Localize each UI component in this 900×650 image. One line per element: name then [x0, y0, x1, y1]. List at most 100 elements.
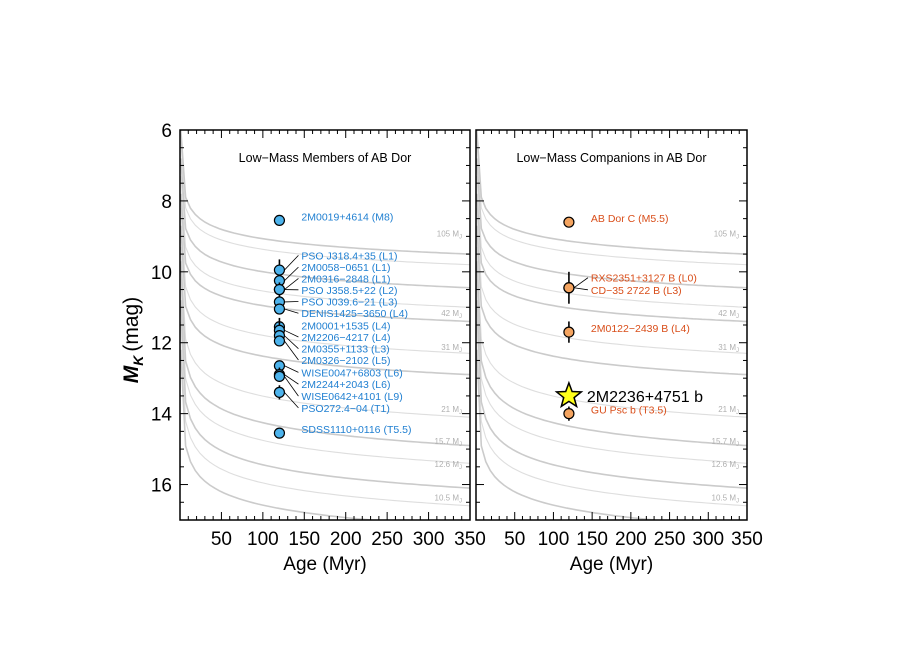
isochrone-track [476, 349, 663, 520]
data-point [563, 408, 575, 420]
isochrone-track [476, 225, 747, 376]
point-label: WISE0047+6803 (L6) [301, 367, 402, 379]
isochrone-tracks [180, 130, 470, 520]
data-point [273, 283, 286, 296]
x-tick-label: 200 [615, 529, 647, 550]
isochrone-track [476, 130, 747, 255]
isochrone-track [180, 261, 470, 447]
x-axis-label: Age (Myr) [283, 554, 366, 575]
isochrone-track [476, 300, 747, 489]
mass-label: 15.7 MJ [435, 437, 462, 448]
y-tick-label: 10 [151, 263, 172, 284]
mass-label: 10.5 MJ [435, 494, 462, 505]
mass-label: 42 MJ [718, 309, 739, 320]
point-label: RXS2351+3127 B (L0) [591, 273, 697, 285]
data-point [273, 370, 286, 383]
panel-title: Low−Mass Members of AB Dor [239, 151, 412, 165]
isochrone-track [180, 278, 470, 464]
leader-line [573, 287, 588, 291]
x-tick-label: 300 [692, 529, 724, 550]
point-label: 2M0058−0651 (L1) [301, 262, 390, 274]
leader-line [284, 329, 299, 338]
y-axis-label: MK (mag) [120, 297, 146, 383]
mass-label: 21 MJ [718, 405, 739, 416]
x-tick-label: 250 [371, 529, 403, 550]
point-label: DENIS1425−3650 (L4) [301, 308, 408, 320]
mass-label: 42 MJ [441, 309, 462, 320]
mass-label: 15.7 MJ [712, 437, 739, 448]
mass-label: 21 MJ [441, 405, 462, 416]
x-tick-label: 200 [330, 529, 362, 550]
y-tick-label: 12 [151, 334, 172, 355]
isochrone-track [476, 193, 747, 323]
x-tick-label: 150 [576, 529, 608, 550]
x-axis-label: Age (Myr) [570, 554, 653, 575]
x-tick-label: 50 [211, 529, 232, 550]
point-label: 2M0001+1535 (L4) [301, 320, 390, 332]
y-axis-label-sub: K [130, 355, 146, 366]
x-tick-label: 100 [538, 529, 570, 550]
isochrone-track [180, 321, 470, 507]
isochrone-tracks [476, 130, 747, 520]
y-axis-label-unit: (mag) [120, 297, 143, 352]
isochrone-track [180, 246, 470, 418]
leader-line [573, 277, 589, 289]
point-label: 2M0122−2439 B (L4) [591, 323, 690, 335]
x-tick-label: 100 [247, 529, 279, 550]
isochrone-track [476, 321, 747, 507]
isochrone-track [180, 349, 380, 520]
point-label: PSO J039.6−21 (L3) [301, 297, 397, 309]
isochrone-track [476, 207, 747, 354]
point-label: 2M0019+4614 (M8) [301, 211, 393, 223]
leader-line [284, 374, 299, 385]
data-point [273, 214, 286, 227]
x-tick-label: 50 [504, 529, 525, 550]
y-tick-label: 16 [151, 476, 172, 497]
point-label: PSO J318.4+35 (L1) [301, 250, 397, 262]
mass-label: 12.6 MJ [712, 460, 739, 471]
y-tick-label: 6 [161, 121, 172, 142]
isochrone-track [180, 193, 470, 323]
leader-line [284, 255, 299, 271]
data-point [563, 282, 575, 294]
mass-label: 105 MJ [714, 229, 739, 240]
panel-title: Low−Mass Companions in AB Dor [516, 151, 706, 165]
data-point [273, 264, 286, 276]
isochrone-track [476, 278, 747, 464]
isochrone-track [180, 300, 470, 489]
isochrone-track [476, 176, 747, 308]
isochrone-track [180, 225, 470, 376]
highlight-label: 2M2236+4751 b [587, 389, 703, 406]
leader-line [284, 365, 299, 373]
data-point [273, 335, 286, 347]
leader-line [284, 335, 299, 349]
data-point [563, 216, 575, 228]
leader-line [284, 308, 299, 314]
point-label: PSO J358.5+22 (L2) [301, 285, 397, 297]
isochrone-track [180, 158, 470, 289]
isochrone-track [180, 207, 470, 354]
point-label: AB Dor C (M5.5) [591, 213, 669, 225]
point-label: PSO272.4−04 (T1) [301, 403, 389, 415]
mass-label: 31 MJ [718, 343, 739, 354]
data-point [563, 326, 575, 338]
data-point [273, 386, 286, 398]
point-label: 2M0326−2102 (L5) [301, 355, 390, 367]
point-label: 2M2206−4217 (L4) [301, 332, 390, 344]
mass-label: 31 MJ [441, 343, 462, 354]
leader-line [284, 278, 299, 290]
point-label: SDSS1110+0116 (T5.5) [301, 424, 411, 436]
leader-line [284, 266, 299, 281]
point-label: 2M0316−2848 (L1) [301, 273, 390, 285]
isochrone-track [476, 246, 747, 418]
isochrone-track [180, 176, 470, 308]
x-tick-label: 300 [413, 529, 445, 550]
leader-line [284, 340, 299, 361]
point-label: CD−35 2722 B (L3) [591, 285, 682, 297]
y-axis-label-main: M [120, 365, 143, 383]
isochrone-track [476, 140, 747, 266]
isochrone-track [180, 140, 470, 266]
x-tick-label: 150 [288, 529, 320, 550]
leader-line [284, 392, 299, 409]
